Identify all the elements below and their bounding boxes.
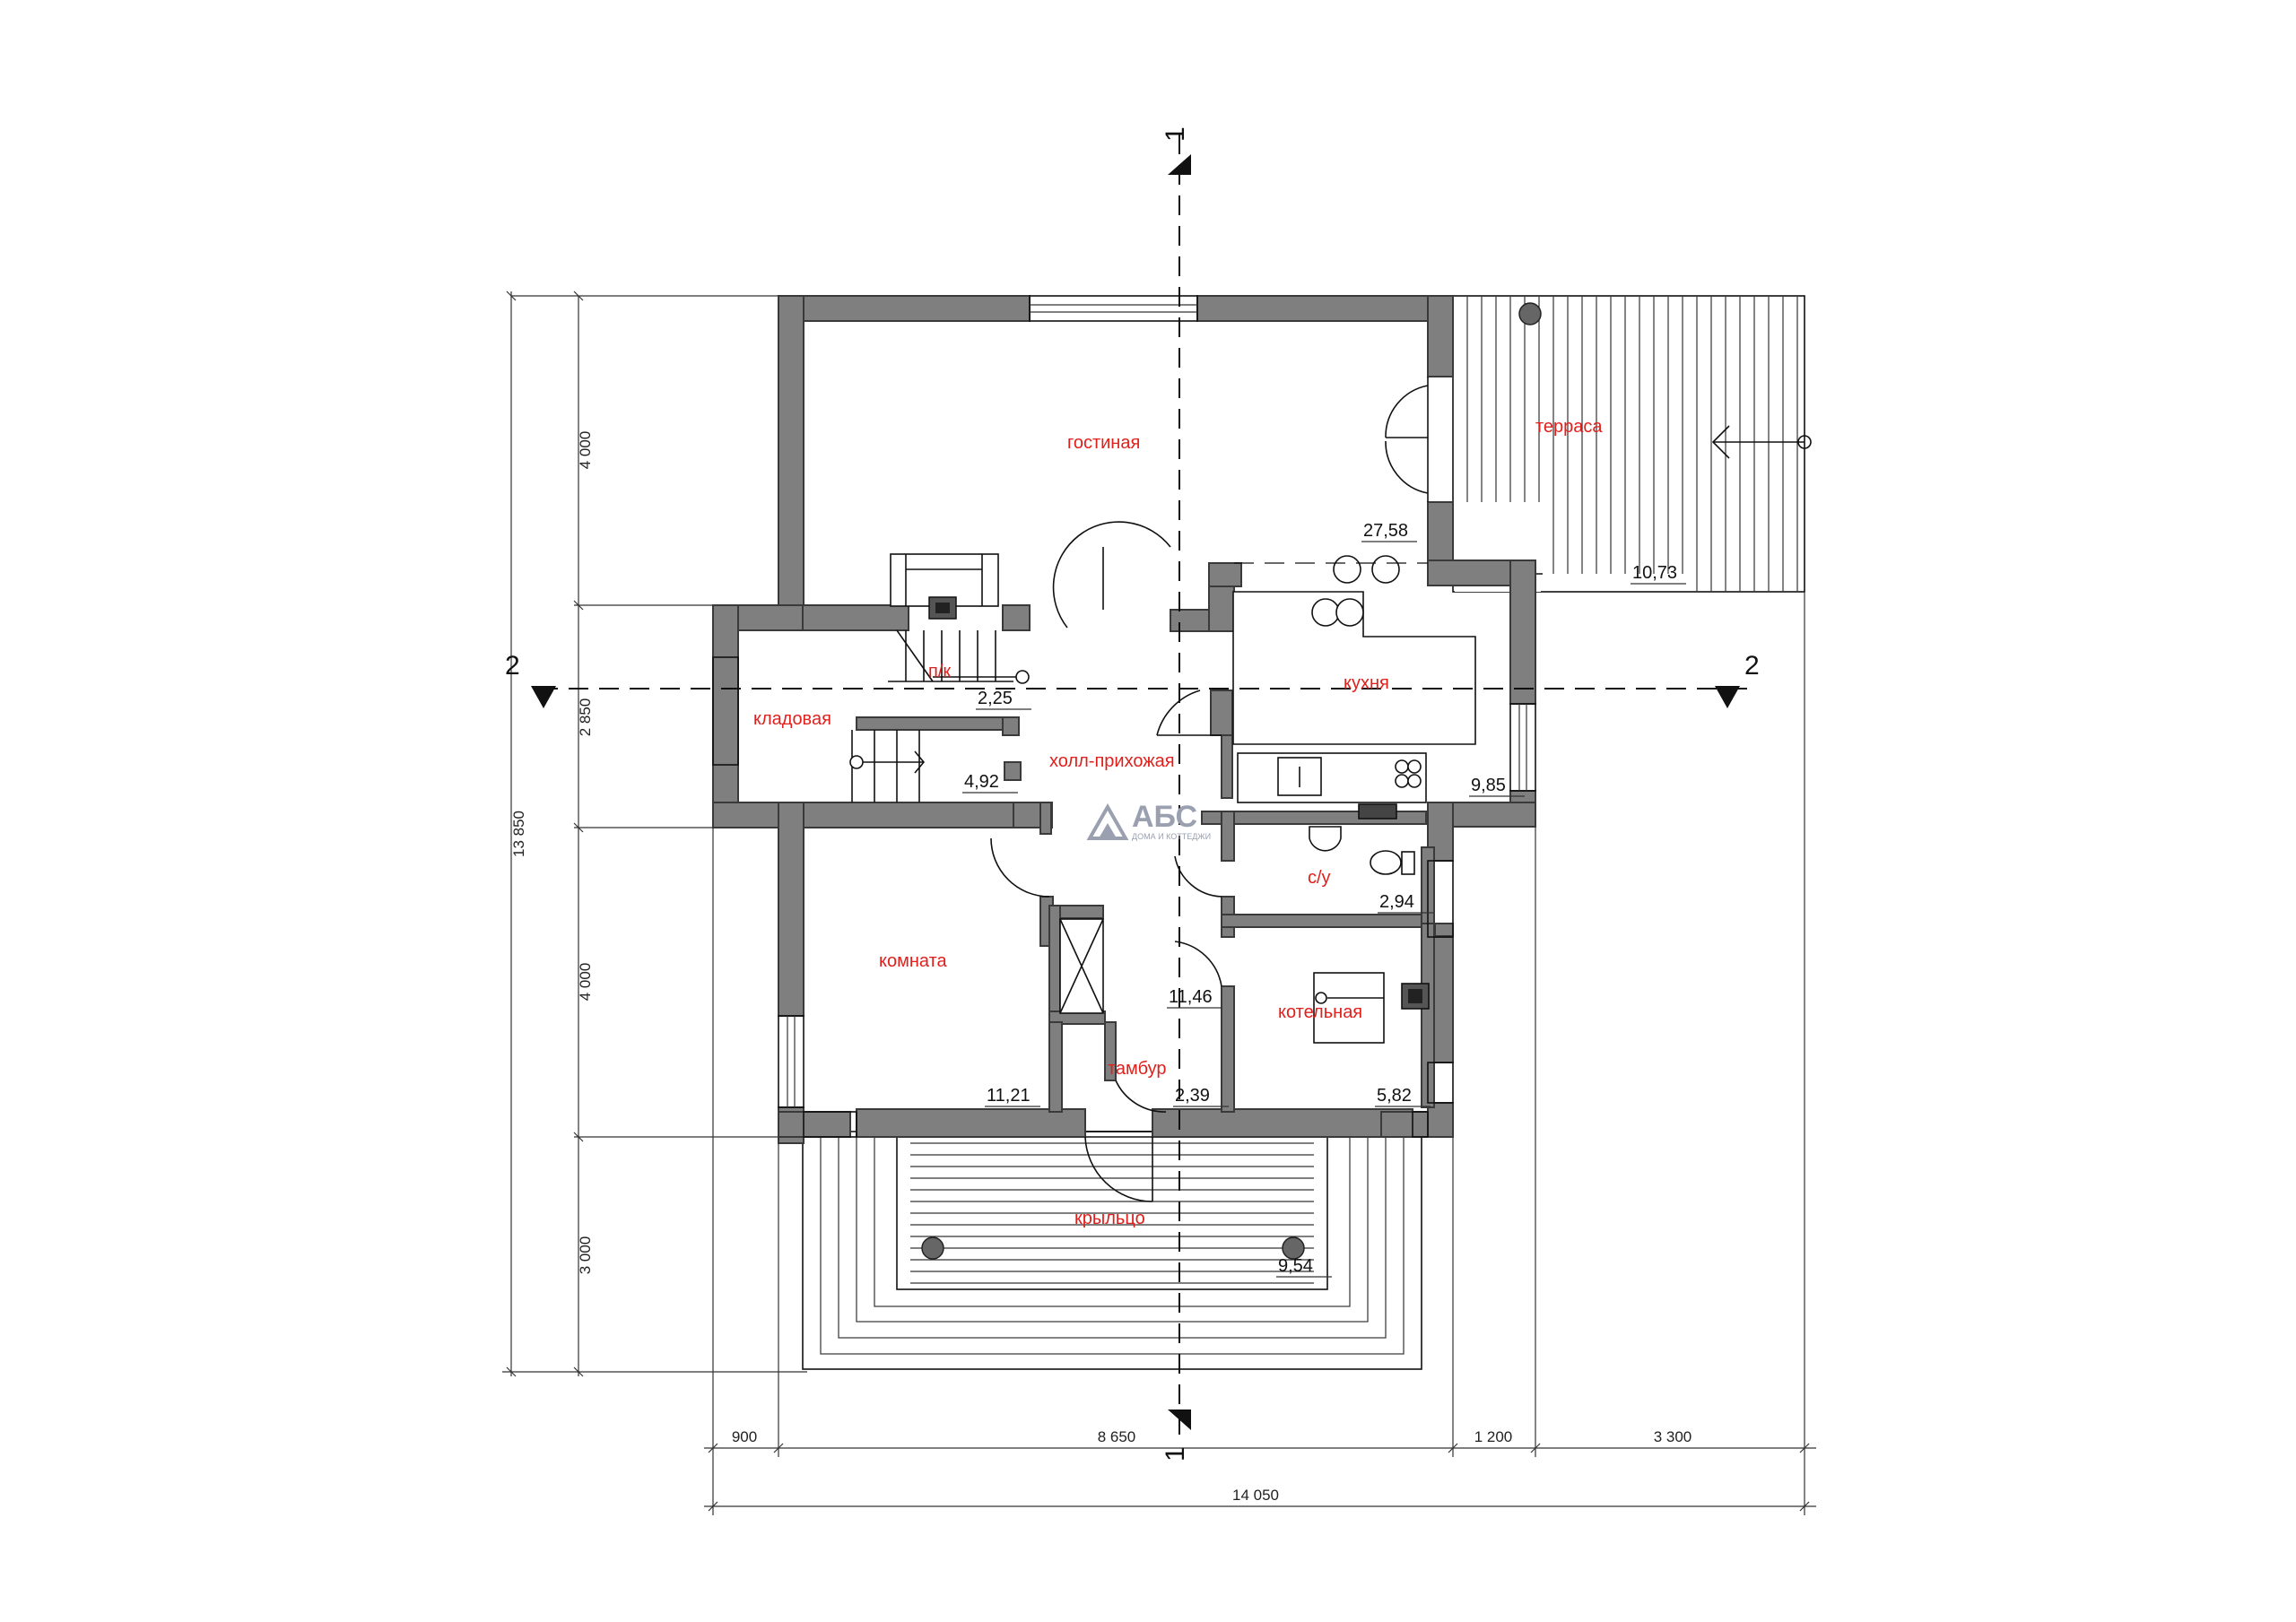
column-post-icon <box>921 1236 944 1260</box>
windows <box>712 295 1536 1138</box>
section-label-2-right: 2 <box>1744 651 1760 681</box>
walls <box>712 295 1536 1144</box>
area-komnata: 11,21 <box>987 1086 1031 1106</box>
area-su: 2,94 <box>1379 892 1414 912</box>
dim-left-2: 2 850 <box>577 698 594 737</box>
dim-bottom-3: 1 200 <box>1474 1428 1513 1445</box>
dim-bottom-1: 900 <box>732 1428 757 1445</box>
section-label-1-top: 1 <box>1161 126 1190 142</box>
dim-left-total: 13 850 <box>510 811 527 857</box>
area-kukhnya: 9,85 <box>1471 776 1506 795</box>
area-kotelnaya: 5,82 <box>1377 1086 1412 1106</box>
section-label-2-left: 2 <box>505 651 520 681</box>
chair-icon <box>1335 598 1364 627</box>
dim-left-3: 4 000 <box>577 963 594 1002</box>
area-gostinaya: 27,58 <box>1363 521 1408 541</box>
logo-tagline: ДОМА И КОТТЕДЖИ <box>1132 832 1211 841</box>
radiator-icon <box>1358 803 1397 820</box>
column-post-icon <box>1518 302 1542 325</box>
area-tambur: 2,39 <box>1175 1086 1210 1106</box>
room-name-krylco: крыльцо <box>1074 1209 1145 1228</box>
company-logo: АБС ДОМА И КОТТЕДЖИ <box>1086 800 1211 841</box>
staircase <box>849 553 1030 802</box>
room-name-kholl: холл-прихожая <box>1049 751 1175 771</box>
dimension-lines <box>502 291 1816 1515</box>
boiler-icon <box>1313 972 1385 1044</box>
area-krylco: 9,54 <box>1278 1256 1313 1276</box>
dim-bottom-2: 8 650 <box>1098 1428 1136 1445</box>
washbasin-icon <box>1309 826 1342 852</box>
toilet-icon <box>1370 850 1402 875</box>
fixtures <box>1059 826 1430 1044</box>
logo-mark: АБС <box>1132 800 1197 834</box>
room-name-tambur: тамбур <box>1108 1059 1167 1079</box>
section-lines <box>531 134 1749 1435</box>
section-label-1-bottom: 1 <box>1161 1446 1190 1462</box>
dim-left-1: 4 000 <box>577 431 594 470</box>
chair-icon <box>1311 598 1340 627</box>
kitchen-furniture <box>1232 555 1476 820</box>
area-kladovaya: 4,92 <box>964 772 999 792</box>
room-name-kladovaya: кладовая <box>753 709 831 729</box>
room-name-komnata: комната <box>879 951 948 971</box>
room-name-su: с/у <box>1308 868 1331 888</box>
porch <box>802 1131 1422 1370</box>
chair-icon <box>1333 555 1361 584</box>
dim-bottom-4: 3 300 <box>1654 1428 1692 1445</box>
area-pk: 2,25 <box>978 689 1013 708</box>
chair-icon <box>1371 555 1400 584</box>
dim-bottom-total: 14 050 <box>1232 1487 1279 1504</box>
room-name-terrasa: терраса <box>1535 417 1603 437</box>
doors <box>990 377 1429 1202</box>
column-post-icon <box>1282 1236 1305 1260</box>
room-name-gostinaya: гостиная <box>1067 433 1140 453</box>
room-name-kotelnaya: котельная <box>1278 1002 1362 1022</box>
stove-icon <box>1395 759 1409 774</box>
dim-left-4: 3 000 <box>577 1236 594 1275</box>
area-terrasa: 10,73 <box>1632 563 1677 583</box>
room-name-kukhnya: кухня <box>1344 673 1389 693</box>
room-name-pk: п/к <box>928 662 951 681</box>
terrace-deck <box>1452 295 1812 593</box>
area-kholl: 11,46 <box>1169 987 1213 1007</box>
